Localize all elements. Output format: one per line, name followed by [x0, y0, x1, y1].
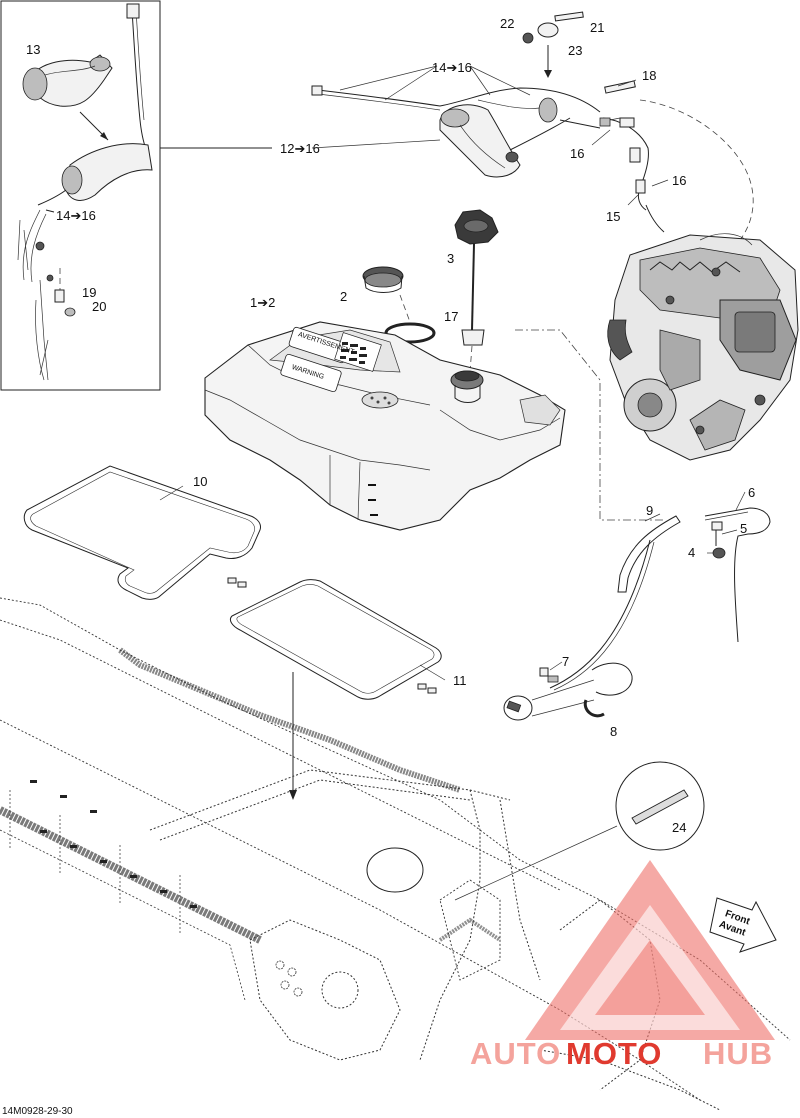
leader-lines-top — [311, 65, 669, 206]
callout-21: 21 — [590, 20, 604, 35]
tank-neck-ring-part — [362, 266, 404, 293]
callout-18: 18 — [642, 68, 656, 83]
front-direction-sign: Front Avant — [709, 897, 777, 953]
callout-22: 22 — [500, 16, 514, 31]
callout-17: 17 — [444, 309, 458, 324]
fuel-lines-part — [539, 507, 771, 691]
watermark-moto: MOTO — [566, 1036, 662, 1071]
watermark-logo — [525, 860, 775, 1040]
fuel-tank-part: AVERTISSEMENT WARNING — [204, 321, 566, 531]
callout-19: 19 — [82, 285, 96, 300]
callout-1-2: 1➔2 — [250, 295, 275, 310]
callout-10: 10 — [193, 474, 207, 489]
callout-4: 4 — [688, 545, 695, 560]
fuel-cap-part — [454, 209, 499, 245]
hose-clamp-hardware — [522, 11, 584, 78]
detail-circle-24 — [366, 761, 705, 901]
vent-elbow-part — [22, 54, 113, 107]
figure-code: 14M0928-29-30 — [2, 1106, 73, 1117]
callout-23: 23 — [568, 43, 582, 58]
pad-11-part — [229, 579, 442, 700]
callout-14-16-top: 14➔16 — [432, 60, 472, 75]
callout-5: 5 — [740, 521, 747, 536]
pad-10-part — [23, 465, 261, 600]
watermark-hub: HUB — [703, 1036, 773, 1071]
callout-3: 3 — [447, 251, 454, 266]
callout-14-16-left: 14➔16 — [56, 208, 96, 223]
callout-15: 15 — [606, 209, 620, 224]
callout-16-a: 16 — [570, 146, 584, 161]
vent-hoses — [311, 80, 754, 241]
fuel-level-sensor-part — [461, 243, 485, 346]
callout-11: 11 — [453, 673, 467, 688]
callout-7: 7 — [562, 654, 569, 669]
watermark-auto: AUTO — [470, 1036, 561, 1071]
detail-circle-8 — [503, 662, 633, 721]
callout-16-b: 16 — [672, 173, 686, 188]
callout-2: 2 — [340, 289, 347, 304]
callout-12-16: 12➔16 — [280, 141, 320, 156]
callout-13: 13 — [26, 42, 40, 57]
callout-8: 8 — [610, 724, 617, 739]
callout-9: 9 — [646, 503, 653, 518]
filler-neck-part — [439, 104, 521, 178]
inset-box — [0, 0, 272, 391]
callout-24: 24 — [672, 820, 686, 835]
engine-part — [607, 233, 799, 461]
watermark-text: AUTO MOTO HUB — [470, 1036, 773, 1071]
callout-20: 20 — [92, 299, 106, 314]
callout-6: 6 — [748, 485, 755, 500]
pad-clips — [227, 577, 437, 694]
